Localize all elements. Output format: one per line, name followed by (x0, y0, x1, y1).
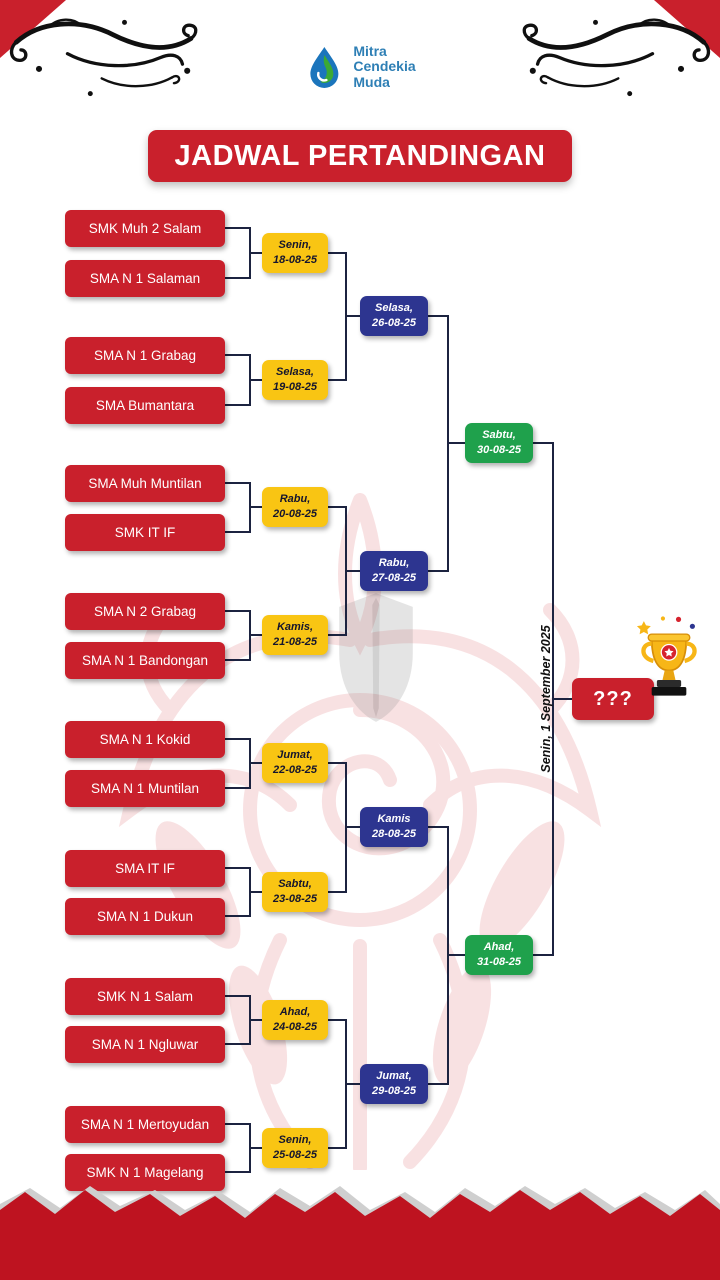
date-day: Kamis, (276, 621, 314, 634)
flourish-ornament-right (522, 18, 711, 97)
r1-m5-date: Jumat, 22-08-25 (262, 743, 328, 783)
logo-line-2: Cendekia (353, 58, 416, 75)
r1-m3-team1: SMA Muh Muntilan (65, 465, 225, 502)
date-day: Rabu, (279, 493, 311, 506)
sf2-date: Ahad, 31-08-25 (465, 935, 533, 975)
r1-m7-team2: SMA N 1 Ngluwar (65, 1026, 225, 1063)
date-value: 20-08-25 (272, 508, 318, 520)
date-value: 29-08-25 (371, 1085, 417, 1097)
date-value: 26-08-25 (371, 317, 417, 329)
date-day: Selasa, (375, 302, 413, 315)
date-day: Senin, (278, 1134, 312, 1147)
date-value: 31-08-25 (476, 956, 522, 968)
organizer-logo: Mitra Cendekia Muda (304, 43, 416, 90)
r1-m8-date: Senin, 25-08-25 (262, 1128, 328, 1168)
r1-m2-date: Selasa, 19-08-25 (262, 360, 328, 400)
date-value: 19-08-25 (272, 381, 318, 393)
r1-m4-team2: SMA N 1 Bandongan (65, 642, 225, 679)
r1-m5-team2: SMA N 1 Muntilan (65, 770, 225, 807)
r1-m1-date: Senin, 18-08-25 (262, 233, 328, 273)
date-day: Sabtu, (482, 429, 516, 442)
date-day: Selasa, (276, 366, 314, 379)
page-title-banner: JADWAL PERTANDINGAN (148, 130, 572, 182)
date-value: 22-08-25 (272, 764, 318, 776)
qf4-date: Jumat, 29-08-25 (360, 1064, 428, 1104)
date-day: Ahad, (483, 941, 515, 954)
date-day: Kamis (377, 813, 411, 826)
r1-m8-team2: SMK N 1 Magelang (65, 1154, 225, 1191)
r1-m6-team2: SMA N 1 Dukun (65, 898, 225, 935)
r1-m7-team1: SMK N 1 Salam (65, 978, 225, 1015)
final-winner-box: ??? (572, 678, 654, 720)
sf1-date: Sabtu, 30-08-25 (465, 423, 533, 463)
r1-m6-date: Sabtu, 23-08-25 (262, 872, 328, 912)
logo-wordmark: Mitra Cendekia Muda (353, 43, 416, 90)
date-value: 25-08-25 (272, 1149, 318, 1161)
date-day: Rabu, (378, 557, 410, 570)
flourish-ornament-left (9, 18, 198, 97)
date-value: 28-08-25 (371, 828, 417, 840)
qf2-date: Rabu, 27-08-25 (360, 551, 428, 591)
date-value: 21-08-25 (272, 636, 318, 648)
qf3-date: Kamis 28-08-25 (360, 807, 428, 847)
date-day: Senin, (278, 239, 312, 252)
final-winner-placeholder: ??? (593, 687, 633, 710)
date-day: Sabtu, (278, 878, 312, 891)
date-value: 23-08-25 (272, 893, 318, 905)
r1-m7-date: Ahad, 24-08-25 (262, 1000, 328, 1040)
date-value: 18-08-25 (272, 254, 318, 266)
final-date-label: Senin, 1 September 2025 (539, 625, 553, 773)
date-day: Ahad, (279, 1006, 311, 1019)
r1-m8-team1: SMA N 1 Mertoyudan (65, 1106, 225, 1143)
r1-m1-team2: SMA N 1 Salaman (65, 260, 225, 297)
torn-paper-edge (0, 1186, 720, 1280)
date-value: 30-08-25 (476, 444, 522, 456)
r1-m3-team2: SMK IT IF (65, 514, 225, 551)
r1-m2-team1: SMA N 1 Grabag (65, 337, 225, 374)
r1-m6-team1: SMA IT IF (65, 850, 225, 887)
r1-m2-team2: SMA Bumantara (65, 387, 225, 424)
logo-line-3: Muda (353, 73, 390, 90)
r1-m5-team1: SMA N 1 Kokid (65, 721, 225, 758)
r1-m4-team1: SMA N 2 Grabag (65, 593, 225, 630)
r1-m4-date: Kamis, 21-08-25 (262, 615, 328, 655)
r1-m3-date: Rabu, 20-08-25 (262, 487, 328, 527)
trophy-icon (636, 616, 697, 696)
qf1-date: Selasa, 26-08-25 (360, 296, 428, 336)
date-day: Jumat, (376, 1070, 412, 1083)
date-value: 24-08-25 (272, 1021, 318, 1033)
logo-line-1: Mitra (353, 43, 387, 59)
logo-drop-icon (310, 47, 339, 89)
crest-watermark (339, 593, 413, 722)
date-day: Jumat, (277, 749, 313, 762)
date-value: 27-08-25 (371, 572, 417, 584)
page-title: JADWAL PERTANDINGAN (174, 139, 546, 172)
r1-m1-team1: SMK Muh 2 Salam (65, 210, 225, 247)
